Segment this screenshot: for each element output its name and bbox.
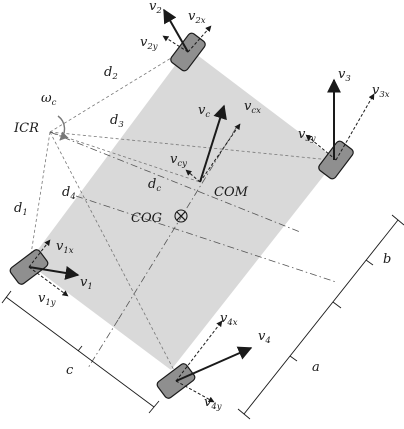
- v4y-arrow: [175, 380, 215, 403]
- vcx-arrow: [199, 123, 241, 183]
- v4-label: v4: [258, 329, 271, 346]
- v4y-label: v4y: [204, 395, 222, 412]
- v1y-arrow: [28, 266, 69, 297]
- labels: ICR ωc d1 d2 d3 d4 dc COM COG vc vcx vcy…: [13, 0, 391, 412]
- v1-label: v1: [80, 275, 93, 292]
- d3-label: d3: [110, 113, 124, 130]
- v1-arrow: [28, 266, 80, 280]
- vc-arrow: [199, 104, 227, 183]
- dimension-c-label: c: [66, 363, 74, 378]
- com-label: COM: [214, 185, 249, 200]
- vcy-arrow: [185, 169, 201, 183]
- v2x-label: v2x: [188, 9, 206, 26]
- dimension-a-label: a: [312, 360, 320, 375]
- dimension-b-label: b: [383, 252, 391, 267]
- circled-times-icon: [174, 209, 188, 223]
- d1-label: d1: [14, 201, 28, 218]
- icr-label: ICR: [13, 121, 39, 136]
- icr-to-com-line: [49, 131, 301, 233]
- vcy-label: vcy: [170, 152, 187, 169]
- v3y-arrow: [305, 134, 337, 161]
- rotation-icon: [57, 115, 69, 141]
- omega-label: ωc: [41, 91, 57, 108]
- v3x-label: v3x: [372, 83, 390, 100]
- vehicle-body: [28, 48, 336, 370]
- icr-distance-lines: [28, 51, 332, 379]
- body-axes: [75, 127, 337, 369]
- v3y-label: v3y: [298, 127, 316, 144]
- v4x-arrow: [175, 320, 223, 382]
- dimension-lines: [1, 214, 404, 420]
- v1y-label: v1y: [38, 291, 56, 308]
- v2x-arrow: [187, 25, 212, 53]
- vcx-label: vcx: [244, 99, 261, 116]
- vc-label: vc: [198, 103, 210, 120]
- v3-label: v3: [338, 67, 351, 84]
- v2y-label: v2y: [140, 35, 158, 52]
- v4x-label: v4x: [220, 311, 238, 328]
- v2-arrow: [163, 8, 189, 53]
- v2-label: v2: [149, 0, 162, 16]
- v3x-arrow: [335, 93, 375, 161]
- velocity-vectors: [28, 8, 375, 403]
- v1x-label: v1x: [56, 239, 74, 256]
- v1x-arrow: [28, 239, 51, 268]
- d4-label: d4: [62, 185, 76, 202]
- dc-label: dc: [148, 177, 161, 194]
- v4-arrow: [175, 346, 253, 382]
- d2-label: d2: [104, 65, 118, 82]
- cog-label: COG: [131, 211, 162, 226]
